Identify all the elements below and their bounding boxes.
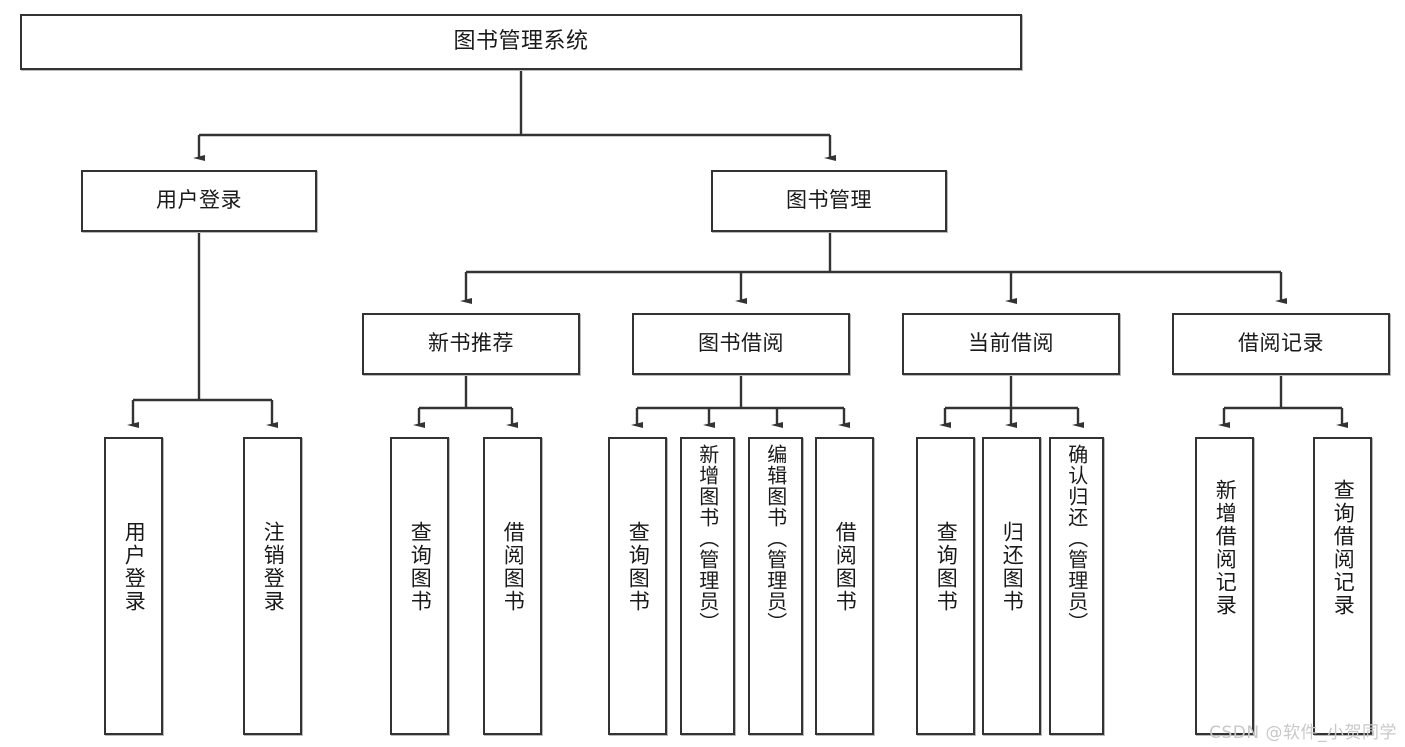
node-root-label: 图书管理系统 (453, 28, 589, 54)
node-current-borrow[interactable]: 当前借阅 (902, 313, 1120, 375)
node-book-management-label: 图书管理 (786, 188, 872, 213)
node-book-management[interactable]: 图书管理 (711, 170, 947, 232)
leaf-add-record-label: 新增借阅记录 (1213, 479, 1238, 617)
leaf-query-record-label: 查询借阅记录 (1331, 479, 1356, 617)
node-current-borrow-label: 当前借阅 (968, 331, 1054, 356)
leaf-user-login-label: 用户登录 (122, 521, 147, 613)
leaf-add-record[interactable]: 新增借阅记录 (1195, 437, 1254, 735)
leaf-edit-book[interactable]: 编辑图书（管理员） (748, 437, 803, 735)
leaf-add-book-label: 新增图书（管理员） (695, 444, 720, 633)
node-new-book-recommend[interactable]: 新书推荐 (362, 313, 580, 375)
leaf-query-book-1-label: 查询图书 (408, 521, 433, 613)
node-book-borrow-label: 图书借阅 (698, 331, 784, 356)
leaf-borrow-book-2-label: 借阅图书 (833, 521, 858, 613)
node-borrow-record[interactable]: 借阅记录 (1172, 313, 1390, 375)
leaf-logout-login-label: 注销登录 (261, 521, 286, 613)
node-user-login-label: 用户登录 (156, 188, 242, 213)
leaf-edit-book-label: 编辑图书（管理员） (763, 444, 788, 633)
leaf-borrow-book-1[interactable]: 借阅图书 (483, 437, 542, 735)
leaf-query-book-3[interactable]: 查询图书 (916, 437, 975, 735)
leaf-borrow-book-2[interactable]: 借阅图书 (815, 437, 874, 735)
node-root[interactable]: 图书管理系统 (20, 14, 1022, 70)
leaf-query-record[interactable]: 查询借阅记录 (1313, 437, 1372, 735)
leaf-return-book-label: 归还图书 (1000, 521, 1025, 613)
leaf-borrow-book-1-label: 借阅图书 (501, 521, 526, 613)
node-user-login[interactable]: 用户登录 (81, 170, 317, 232)
leaf-confirm-return[interactable]: 确认归还（管理员） (1049, 437, 1104, 735)
leaf-query-book-2-label: 查询图书 (626, 521, 651, 613)
leaf-logout-login[interactable]: 注销登录 (243, 437, 302, 735)
leaf-query-book-1[interactable]: 查询图书 (390, 437, 449, 735)
leaf-query-book-3-label: 查询图书 (934, 521, 959, 613)
leaf-add-book[interactable]: 新增图书（管理员） (680, 437, 735, 735)
leaf-confirm-return-label: 确认归还（管理员） (1064, 444, 1089, 633)
node-new-book-recommend-label: 新书推荐 (428, 331, 514, 356)
leaf-query-book-2[interactable]: 查询图书 (608, 437, 667, 735)
node-borrow-record-label: 借阅记录 (1238, 331, 1324, 356)
node-book-borrow[interactable]: 图书借阅 (632, 313, 850, 375)
leaf-return-book[interactable]: 归还图书 (982, 437, 1041, 735)
leaf-user-login[interactable]: 用户登录 (104, 437, 163, 735)
